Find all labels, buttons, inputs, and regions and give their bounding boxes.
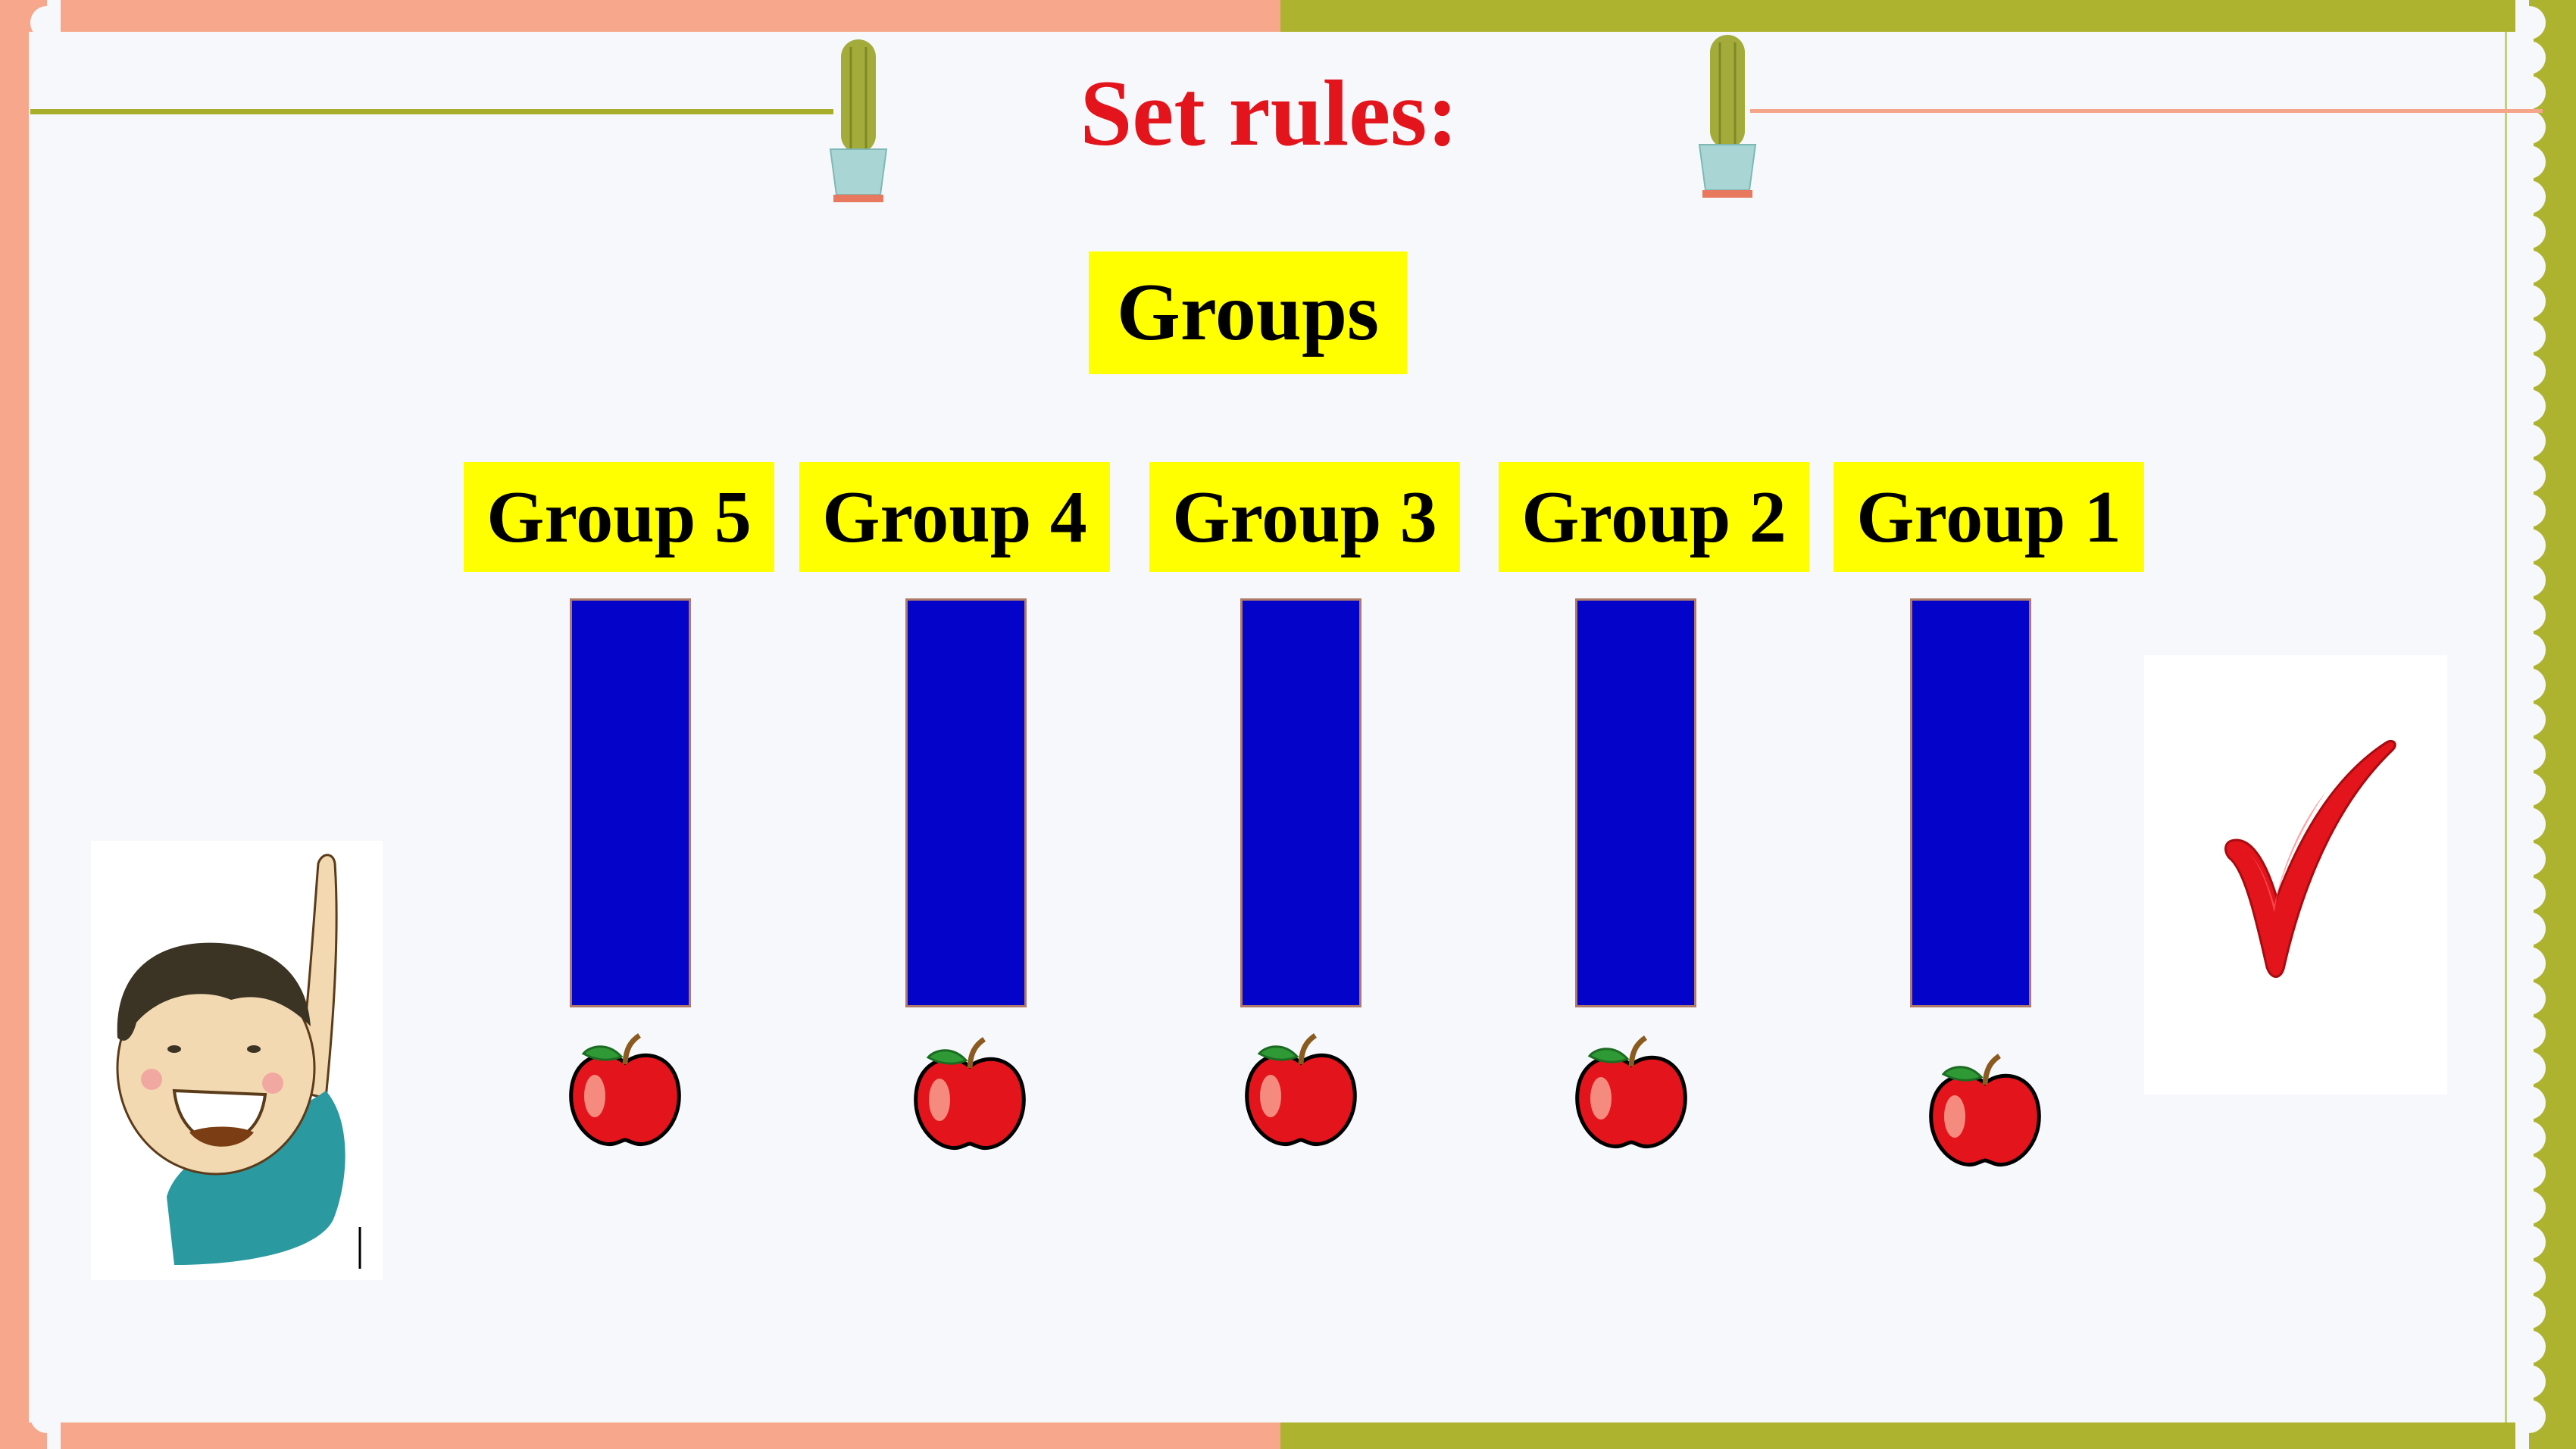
boy-raising-hand-illustration [116, 854, 361, 1269]
frame-bottom-left [0, 1422, 1280, 1449]
group-4-score-bar [905, 598, 1027, 1007]
slide-title: Set rules: [1080, 61, 1458, 165]
group-2-score-bar [1575, 598, 1696, 1007]
checkmark-icon[interactable] [2144, 655, 2447, 1095]
inner-border-line [2505, 32, 2507, 1422]
frame-top-left [0, 0, 1280, 32]
group-label-4: Group 4 [799, 462, 1110, 572]
decor-line-left [30, 109, 833, 114]
group-1-score-bar [1910, 598, 2031, 1007]
group-label-1: Group 1 [1834, 462, 2144, 572]
group-label-3: Group 3 [1149, 462, 1460, 572]
apple-icon[interactable] [1567, 1029, 1696, 1157]
frame-top-right [1280, 0, 2576, 32]
apple-icon[interactable] [905, 1030, 1034, 1159]
apple-icon[interactable] [561, 1026, 689, 1155]
group-3-score-bar [1240, 598, 1361, 1007]
group-label-2: Group 2 [1499, 462, 1809, 572]
checkmark-card [2144, 655, 2447, 1095]
boy-raising-hand-card [91, 841, 383, 1280]
apple-icon[interactable] [1921, 1047, 2049, 1176]
frame-bottom-right [1280, 1422, 2576, 1449]
right-scallop-edge [2515, 0, 2546, 1449]
cactus-icon [829, 39, 888, 202]
apple-icon[interactable] [1236, 1026, 1365, 1155]
groups-heading: Groups [1089, 251, 1407, 374]
cactus-icon [1698, 35, 1757, 198]
group-label-5: Group 5 [464, 462, 774, 572]
left-scallop-edge [30, 0, 61, 1449]
group-5-score-bar [570, 598, 691, 1007]
decor-line-right [1750, 109, 2543, 113]
